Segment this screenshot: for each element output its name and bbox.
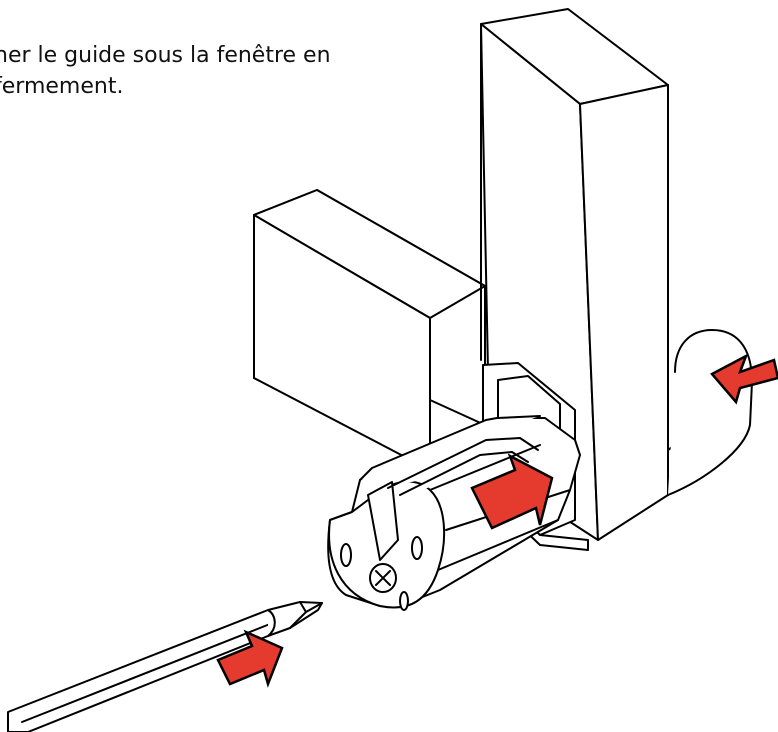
arrow-screwdriver-icon [216,629,284,688]
instruction-line-2: fermement. [0,74,124,99]
screwdriver [7,601,323,732]
instruction-line-1: ner le guide sous la fenêtre en [0,43,331,68]
arrow-left-icon [710,353,778,405]
rear-latch-hook [667,329,753,496]
horizontal-beam [253,189,486,471]
instruction-caption: ner le guide sous la fenêtre en fermemen… [0,40,414,102]
arrow-right-icon [470,453,554,530]
